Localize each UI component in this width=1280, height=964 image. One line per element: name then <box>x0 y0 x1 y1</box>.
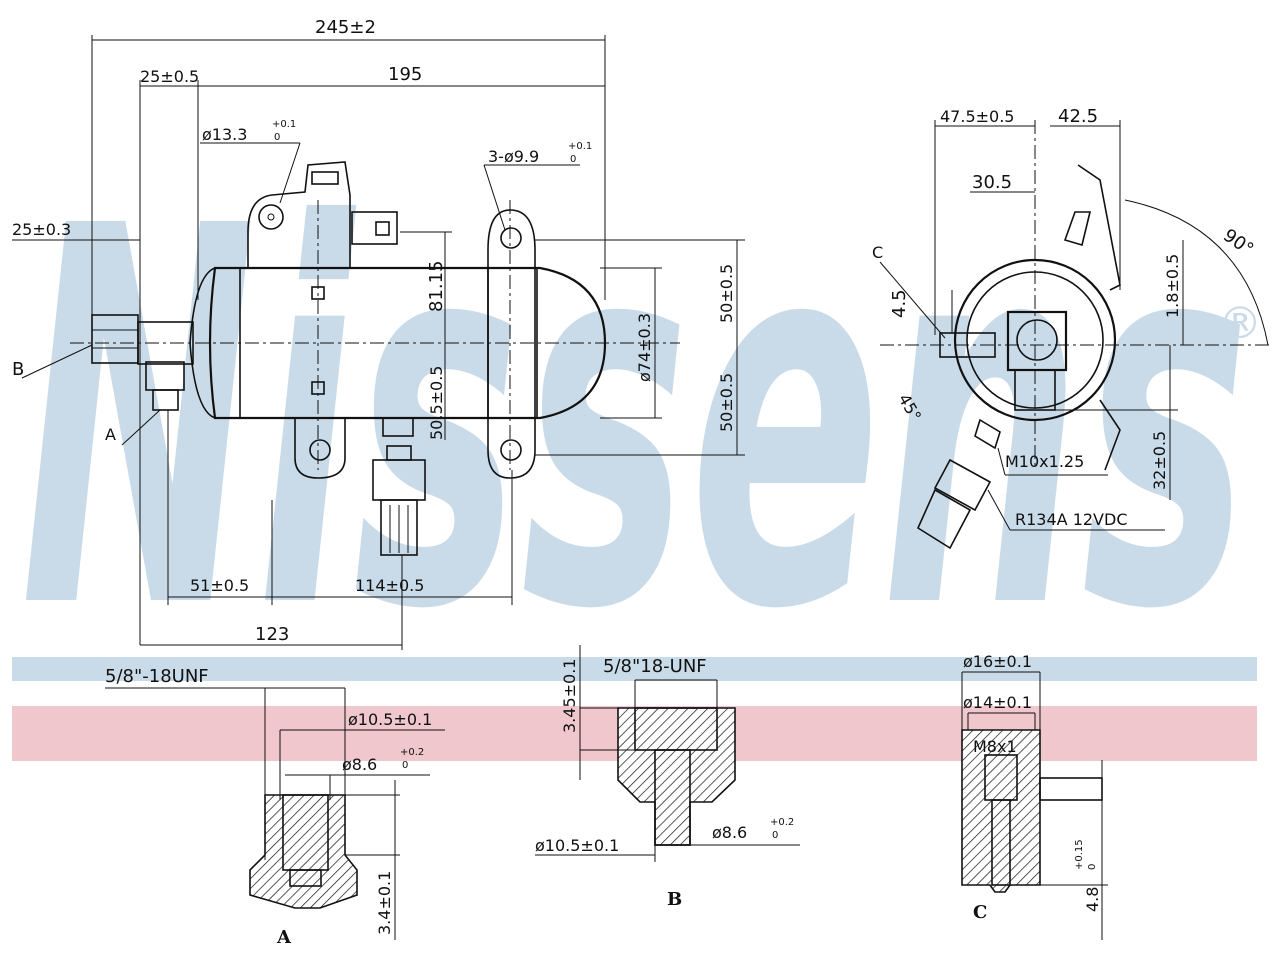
detail-b: 5/8"18-UNF 3.45±0.1 ø10.5±0.1 ø8.6 +0.2 … <box>535 645 800 910</box>
detail-c-h4-8-tol-upper: +0.15 <box>1074 839 1085 870</box>
detail-c-h4-8-tol-lower: 0 <box>1087 864 1098 870</box>
detail-c-bore-lower <box>991 799 1011 886</box>
dim-holes-tol-lower: 0 <box>570 154 576 165</box>
dim-hole-dia: ø13.3 <box>202 125 247 144</box>
detail-a-h3-4: 3.4±0.1 <box>375 871 394 935</box>
bracket-hole-left-bottom <box>309 439 331 461</box>
dim-height-50-5: 50.5±0.5 <box>427 366 446 440</box>
detail-a-d8-tol-upper: +0.2 <box>400 747 424 758</box>
dim-end-47: 47.5±0.5 <box>940 107 1014 126</box>
dim-bottom-123: 123 <box>255 624 289 645</box>
detail-c-d16: ø16±0.1 <box>963 652 1032 671</box>
dim-end-30: 30.5 <box>972 172 1012 193</box>
detail-c-label: C <box>973 902 987 923</box>
drier-body <box>208 266 607 420</box>
detail-a-d8: ø8.6 <box>342 755 377 774</box>
stud-top <box>311 286 325 300</box>
bracket-hole-right-bottom <box>500 439 522 461</box>
end-angle-arc <box>1124 199 1269 346</box>
detail-c-d14: ø14±0.1 <box>963 693 1032 712</box>
dim-holes-tol-upper: +0.1 <box>568 141 592 152</box>
detail-a-section <box>249 794 358 909</box>
bracket-hole-left-inner <box>267 213 275 221</box>
detail-a: 5/8"-18UNF ø10.5±0.1 ø8.6 +0.2 0 3.4±0.1… <box>105 666 445 948</box>
dim-bottom-114: 114±0.5 <box>355 576 424 595</box>
dim-holes: 3-ø9.9 <box>488 147 539 166</box>
dim-end-refrigerant: R134A 12VDC <box>1015 510 1127 529</box>
end-switch-body <box>974 418 1001 450</box>
callout-a: A <box>105 425 116 444</box>
end-boss-circle <box>1016 319 1058 361</box>
dim-hole-dia-tol-lower: 0 <box>274 132 280 143</box>
detail-c-thread: M8x1 <box>973 737 1017 756</box>
side-tab <box>351 211 398 245</box>
end-dimension-lines <box>879 120 1184 531</box>
registered-mark: ® <box>1218 298 1262 349</box>
detail-c: ø16±0.1 ø14±0.1 M8x1 4.8 +0.15 0 C <box>961 652 1108 940</box>
dim-offset-top: 25±0.5 <box>140 67 199 86</box>
bracket-right <box>487 209 536 479</box>
dim-height-81: 81.15 <box>426 260 447 312</box>
detail-a-d10: ø10.5±0.1 <box>348 710 432 729</box>
dim-diameter-74: ø74±0.3 <box>635 313 654 382</box>
detail-a-d8-tol-lower: 0 <box>402 760 408 771</box>
detail-b-h3-45: 3.45±0.1 <box>560 659 579 733</box>
drier-end-cap <box>189 267 216 419</box>
switch-base <box>382 417 414 437</box>
detail-b-d8-tol-upper: +0.2 <box>770 817 794 828</box>
dim-end-4-5: 4.5 <box>889 289 910 318</box>
side-dimension-lines <box>12 35 745 650</box>
end-switch-hex <box>933 458 992 512</box>
dim-hole-dia-tol-upper: +0.1 <box>272 119 296 130</box>
detail-c-h4-8: 4.8 <box>1083 887 1102 912</box>
watermark-logo: Nissens <box>20 117 1250 723</box>
watermark-band-blue <box>12 657 1257 681</box>
detail-b-d8-tol-lower: 0 <box>772 830 778 841</box>
detail-a-thread: 5/8"-18UNF <box>105 666 209 687</box>
end-view: 47.5±0.5 42.5 30.5 90° 4.5 1.8±0.5 32±0.… <box>872 106 1270 550</box>
detail-a-label: A <box>276 927 292 948</box>
switch-plug <box>380 499 418 556</box>
dim-end-thread: M10x1.25 <box>1005 452 1084 471</box>
bracket-hole-right-top <box>500 227 522 249</box>
end-bracket <box>1077 164 1121 291</box>
fitting-a-tip <box>152 389 179 411</box>
side-view: 245±2 195 25±0.5 ø13.3 +0.1 0 3-ø9.9 +0.… <box>12 17 745 650</box>
end-fitting-c <box>939 332 996 358</box>
fitting-b-pipe <box>137 321 194 365</box>
detail-b-d8: ø8.6 <box>712 823 747 842</box>
dim-body-length: 195 <box>388 64 422 85</box>
dim-height-50-upper: 50±0.5 <box>717 264 736 323</box>
detail-b-label: B <box>667 889 682 910</box>
dim-bottom-51: 51±0.5 <box>190 576 249 595</box>
dim-height-50-lower: 50±0.5 <box>717 373 736 432</box>
detail-b-thread: 5/8"18-UNF <box>603 656 707 677</box>
end-switch-plug <box>916 488 972 550</box>
side-tab-square <box>375 221 390 236</box>
bracket-tab <box>311 171 339 185</box>
dim-end-42: 42.5 <box>1058 106 1098 127</box>
dim-total-length: 245±2 <box>315 17 376 38</box>
end-bracket-tab <box>1063 211 1092 247</box>
dim-end-1-8: 1.8±0.5 <box>1163 254 1182 318</box>
dim-end-32: 32±0.5 <box>1150 431 1169 490</box>
bracket-left-top <box>247 161 351 268</box>
switch-neck <box>386 445 412 461</box>
end-outer-circle <box>953 258 1117 422</box>
detail-b-d10: ø10.5±0.1 <box>535 836 619 855</box>
detail-c-pipe <box>1039 777 1103 801</box>
callout-c: C <box>872 243 883 262</box>
callout-b: B <box>12 359 24 380</box>
bracket-left-bottom <box>294 418 346 479</box>
detail-a-bore-lower <box>289 869 322 887</box>
end-inner-circle <box>966 271 1104 409</box>
end-lower-fitting <box>1014 369 1056 411</box>
stud-bottom <box>311 381 325 395</box>
detail-b-bore-lower <box>654 749 691 846</box>
dim-left-offset: 25±0.3 <box>12 220 71 239</box>
bracket-hole-left <box>258 204 284 230</box>
